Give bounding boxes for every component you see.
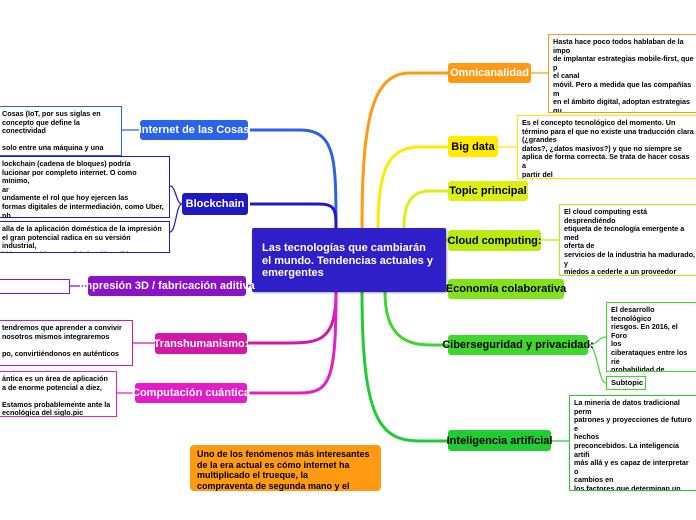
connector-inteligencia-artificial [360,291,448,443]
connector-topic-principal [402,189,448,229]
topic-cloud-computing[interactable]: Cloud computing: [447,230,542,251]
topic-inteligencia-artificial[interactable]: Inteligencia artificial [447,430,552,451]
note-cloud-computing[interactable]: El cloud computing está desprendiéndo et… [559,204,696,276]
note-inteligencia-artificial[interactable]: La minería de datos tradicional perm pat… [569,395,696,491]
note-computacion-cuantica[interactable]: ántica es un área de aplicación a de eno… [0,371,117,417]
connector-internet-de-las-cosas [250,128,338,231]
topic-omnicanalidad[interactable]: Omnicanalidad [448,63,531,83]
connector-computacion-cuantica [248,291,338,395]
topic-impresion-3d[interactable]: Impresión 3D / fabricación aditiva [79,276,255,296]
note-big-data[interactable]: Es el concepto tecnológico del momento. … [517,115,696,179]
note-connector-ciber-1 [587,336,607,346]
floating-topic[interactable]: Uno de los fenómenos más interesantes de… [190,445,381,491]
connector-big-data [376,145,448,229]
topic-principal[interactable]: Topic principal [448,181,528,201]
note-ciberseguridad[interactable]: El desarrollo tecnológico riesgos. En 20… [606,302,696,372]
note-connector-ciber-2 [587,344,607,384]
topic-transhumanismo[interactable]: Transhumanismo: [154,333,248,354]
topic-internet-de-las-cosas[interactable]: Internet de las Cosas [139,120,249,140]
note-transhumanismo[interactable]: tendremos que aprender a convivir nosotr… [0,320,133,366]
topic-computacion-cuantica[interactable]: Computación cuántica [132,383,250,403]
connector-ciberseguridad [383,291,448,347]
central-topic[interactable]: Las tecnologías que cambiarán el mundo. … [252,228,446,292]
note-subtopic[interactable]: Subtopic [606,376,646,390]
note-internet-de-las-cosas[interactable]: Cosas (IoT, por sus siglas en concepto q… [0,106,122,156]
note-blockchain-2[interactable]: alla de la aplicación doméstica de la im… [0,221,170,253]
topic-economia-colaborativa[interactable]: Economía colaborativa [446,279,566,299]
note-omnicanalidad[interactable]: Hasta hace poco todos hablaban de la imp… [548,34,696,113]
connector-transhumanismo [248,291,338,345]
note-blockchain-1[interactable]: lockchain (cadena de bloques) podría luc… [0,156,170,218]
topic-blockchain[interactable]: Blockchain [182,193,248,215]
note-connector-blockchain-2 [169,203,183,233]
note-impresion-3d[interactable] [0,279,70,294]
topic-big-data[interactable]: Big data [448,136,498,157]
connector-omnicanalidad [360,71,448,229]
connector-blockchain [250,202,338,231]
note-connector-blockchain-1 [169,185,183,205]
topic-ciberseguridad[interactable]: Ciberseguridad y privacidad: [442,335,594,355]
